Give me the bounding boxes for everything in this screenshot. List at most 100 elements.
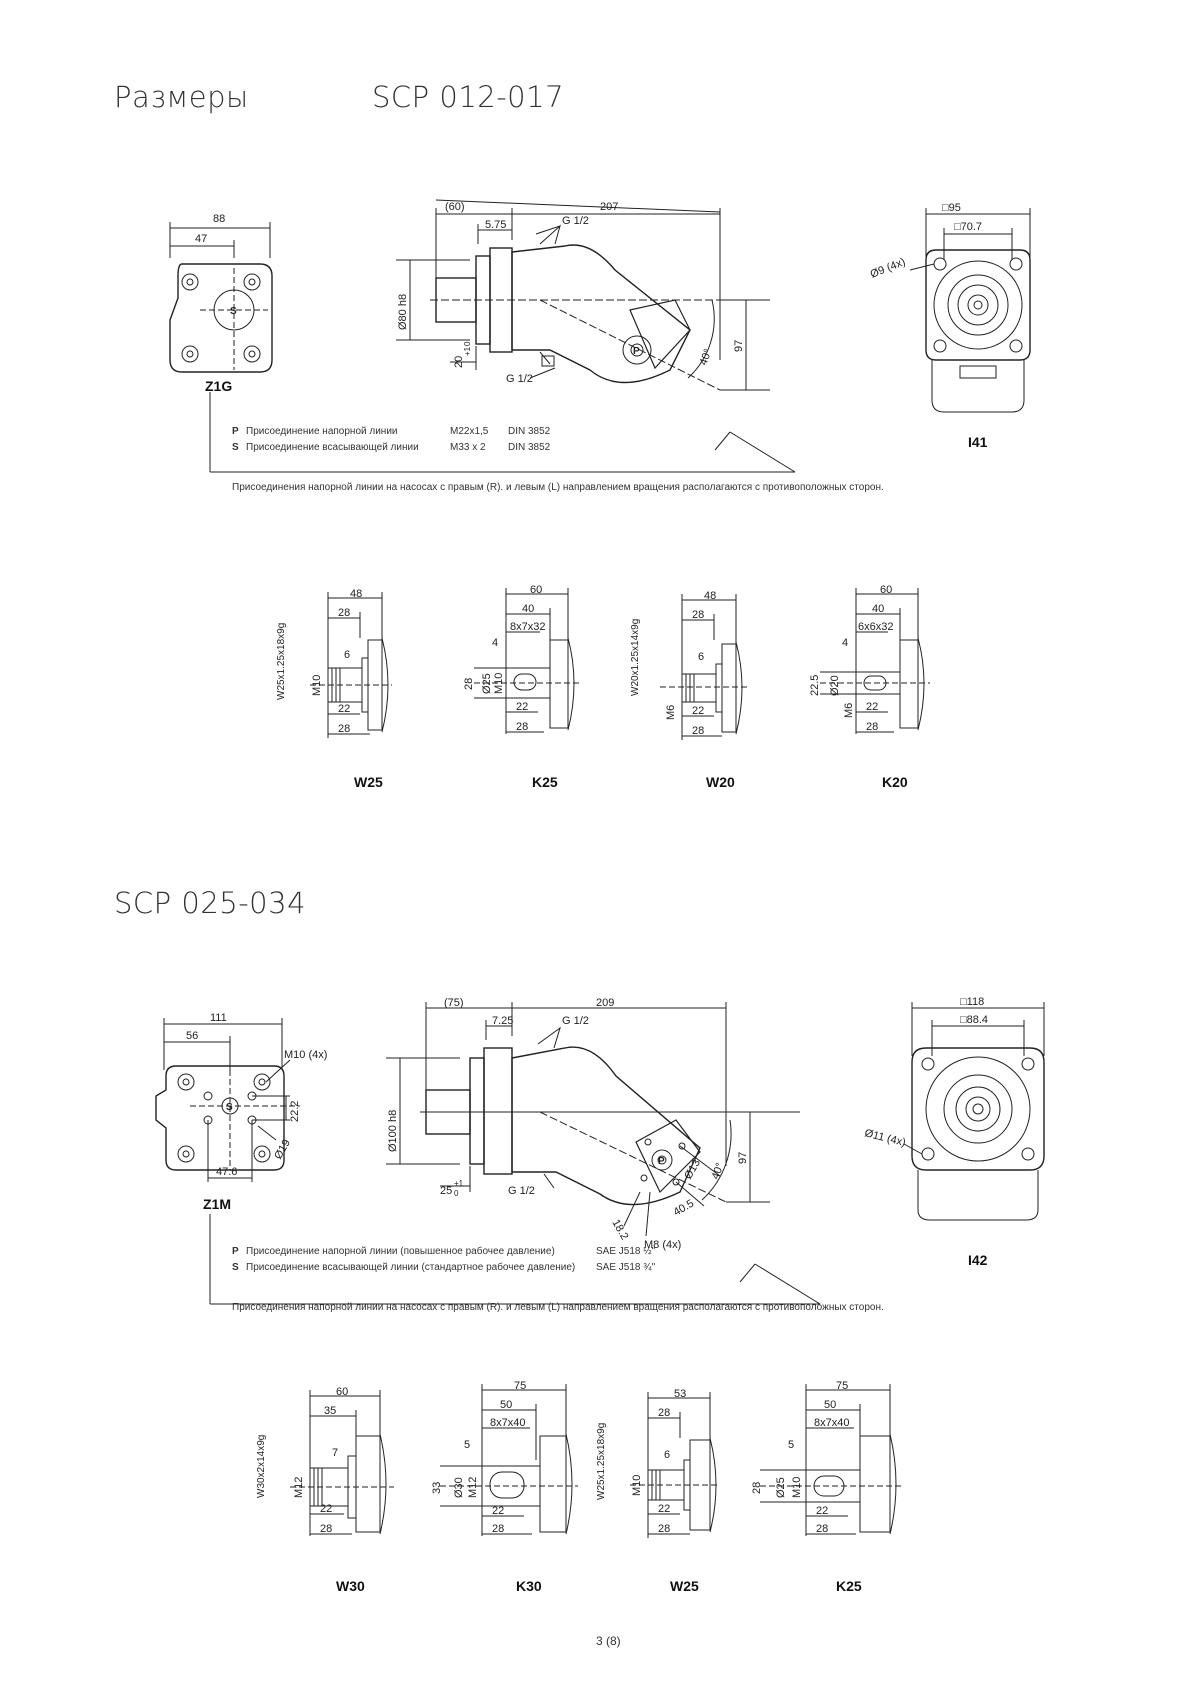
port-row-p: P Присоединение напорной линии (повышенн… xyxy=(232,1246,656,1257)
port-s-marker: S xyxy=(226,1102,233,1113)
angle-40: 40° xyxy=(710,1161,727,1181)
thread-g-half-bottom: G 1/2 xyxy=(506,373,533,385)
dim-28-height: 28 xyxy=(751,1482,763,1494)
dim-60: (60) xyxy=(445,201,465,213)
dim-22: 22 xyxy=(320,1503,332,1515)
thread-m12: M12 xyxy=(293,1477,305,1498)
key-6x6x32: 6x6x32 xyxy=(858,621,893,633)
dim-7: 7 xyxy=(332,1447,338,1459)
thread-m10-4x: M10 (4x) xyxy=(284,1049,327,1061)
shaft-label-k30: K30 xyxy=(516,1578,542,1594)
thread-m10: M10 xyxy=(311,675,323,696)
dim-22: 22 xyxy=(692,705,704,717)
page-number: 3 (8) xyxy=(596,1634,621,1648)
spline-spec: W20x1.25x14x9g xyxy=(630,619,641,696)
shaft-w20-drawing: 48 28 6 22 28 W20x1.25x14x9g M6 xyxy=(630,590,748,740)
dim-28-top: 28 xyxy=(338,607,350,619)
dim-60: 60 xyxy=(530,584,542,596)
dim-5: 5 xyxy=(464,1439,470,1451)
section-heading-scp-025-034: SCP 025-034 xyxy=(114,886,307,920)
dim-sq70-7: □70.7 xyxy=(954,221,982,233)
dim-6: 6 xyxy=(344,649,350,661)
dim-28-height: 28 xyxy=(463,678,475,690)
port-s-marker: S xyxy=(230,306,237,317)
shaft-label-w20: W20 xyxy=(706,774,735,790)
dim-sq95: □95 xyxy=(942,202,961,214)
dim-sq88-4: □88.4 xyxy=(960,1014,988,1026)
dim-47: 47 xyxy=(195,233,207,245)
dim-75: 75 xyxy=(836,1380,848,1392)
dim-20-tol-plus: +1 xyxy=(463,346,472,356)
flange-label-i42: I42 xyxy=(968,1252,988,1268)
port-p-marker: P xyxy=(633,346,640,357)
shaft-label-k20: K20 xyxy=(882,774,908,790)
dim-22: 22 xyxy=(866,701,878,713)
shaft-k30-drawing: 75 50 8x7x40 5 33 Ø30 M12 22 28 xyxy=(431,1380,578,1536)
dim-28-bottom: 28 xyxy=(816,1523,828,1535)
dim-40: 40 xyxy=(872,603,884,615)
dim-111: 111 xyxy=(210,1012,227,1024)
dim-50: 50 xyxy=(824,1399,836,1411)
dim-22-2: 22.2 xyxy=(289,1101,301,1122)
dim-22-5: 22.5 xyxy=(809,675,821,696)
thread-g-half-top: G 1/2 xyxy=(562,215,589,227)
thread-g-half-top: G 1/2 xyxy=(562,1015,589,1027)
shaft-label-k25: K25 xyxy=(532,774,558,790)
port-table-section1: P Присоединение напорной линии M22x1,5 D… xyxy=(232,426,612,458)
shaft-label-k25-s2: K25 xyxy=(836,1578,862,1594)
section-heading-scp-012-017: SCP 012-017 xyxy=(372,80,565,114)
dim-50: 50 xyxy=(500,1399,512,1411)
rotation-note-section2: Присоединения напорной линии на насосах … xyxy=(232,1302,884,1313)
dim-20: 20 xyxy=(453,356,465,368)
key-8x7x40: 8x7x40 xyxy=(490,1417,525,1429)
page-title: Размеры xyxy=(114,80,249,114)
side-view-scp-025-034-drawing: (75) 209 7.25 G 1/2 Ø100 h8 25 +1 0 G 1/… xyxy=(386,997,800,1251)
front-view-z1m-drawing: 111 56 M10 (4x) 22.2 47.6 Ø19 S xyxy=(155,1012,327,1182)
spline-spec: W30x2x14x9g xyxy=(256,1435,267,1498)
port-row-s: S Присоединение всасывающей линии (станд… xyxy=(232,1262,656,1273)
thread-m8-4x: M8 (4x) xyxy=(644,1239,681,1251)
dim-75: 75 xyxy=(514,1380,526,1392)
dim-d19: Ø19 xyxy=(272,1137,293,1161)
dim-25-tol-plus: +1 xyxy=(454,1179,464,1188)
dim-48: 48 xyxy=(350,588,362,600)
thread-m6: M6 xyxy=(843,703,855,718)
section-cut-leader-1 xyxy=(209,392,796,473)
flange-label-i41: I41 xyxy=(968,434,988,450)
thread-m10: M10 xyxy=(631,1475,643,1496)
port-table-section2: P Присоединение напорной линии (повышенн… xyxy=(232,1246,692,1278)
dim-28-bottom: 28 xyxy=(692,725,704,737)
dim-28-bottom: 28 xyxy=(658,1523,670,1535)
dim-22: 22 xyxy=(816,1505,828,1517)
dim-d25: Ø25 xyxy=(481,673,493,694)
shaft-k20-drawing: 60 40 6x6x32 4 22.5 Ø20 M6 22 28 xyxy=(809,584,930,734)
shaft-w25-drawing: 48 28 6 22 28 W25x1.25x18x9g M10 xyxy=(276,588,392,738)
dim-28-bottom: 28 xyxy=(320,1523,332,1535)
dim-53: 53 xyxy=(674,1388,686,1400)
dim-6: 6 xyxy=(664,1449,670,1461)
dim-7-25: 7.25 xyxy=(492,1015,513,1027)
thread-m6: M6 xyxy=(665,705,677,720)
rotation-note-section1: Присоединения напорной линии на насосах … xyxy=(232,482,884,493)
dim-22: 22 xyxy=(658,1503,670,1515)
spline-spec: W25x1.25x18x9g xyxy=(596,1423,607,1500)
dim-209: 209 xyxy=(596,997,614,1009)
thread-m10: M10 xyxy=(791,1477,803,1498)
dim-22: 22 xyxy=(492,1505,504,1517)
section-cut-leader-2 xyxy=(209,1214,821,1305)
port-p-marker: P xyxy=(658,1156,665,1167)
dim-4: 4 xyxy=(492,637,498,649)
dim-d20: Ø20 xyxy=(829,675,841,696)
dim-88: 88 xyxy=(213,213,225,225)
dim-6: 6 xyxy=(698,651,704,663)
front-view-label-z1m: Z1M xyxy=(203,1196,231,1212)
thread-m10: M10 xyxy=(493,673,505,694)
dim-22: 22 xyxy=(516,701,528,713)
dim-sq118: □118 xyxy=(960,996,984,1008)
dim-25-tol-zero: 0 xyxy=(454,1189,459,1198)
dim-5: 5 xyxy=(788,1439,794,1451)
side-view-scp-012-017-drawing: (60) 207 5.75 G 1/2 Ø80 h8 20 +1 0 G 1/2… xyxy=(396,199,770,391)
shaft-label-w25: W25 xyxy=(354,774,383,790)
flange-view-i42-drawing: □118 □88.4 Ø11 (4x) xyxy=(863,996,1045,1221)
front-view-z1g-drawing: 88 47 S xyxy=(169,213,273,373)
